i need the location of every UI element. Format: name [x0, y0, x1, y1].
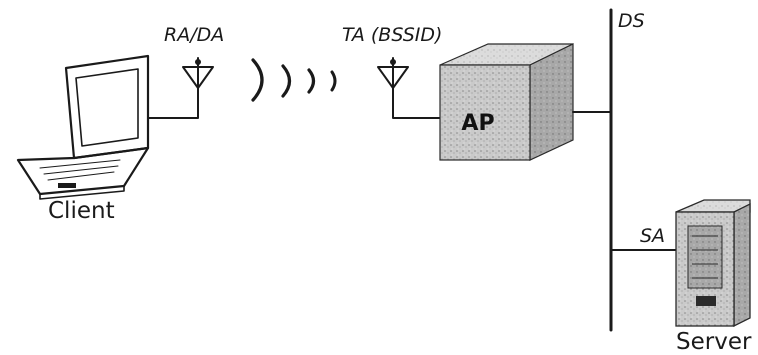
client-link-line [148, 76, 198, 118]
transmitter-address-label: TA (BSSID) [342, 24, 442, 46]
radio-waves-icon [253, 60, 335, 100]
client-laptop-icon [18, 56, 148, 199]
access-point-label: AP [461, 111, 494, 136]
distribution-system-label: DS [618, 10, 645, 32]
client-antenna-icon [183, 58, 213, 88]
access-point-box [440, 44, 573, 160]
receiver-address-label: RA/DA [164, 24, 224, 46]
server-icon [676, 200, 750, 326]
source-address-label: SA [640, 225, 665, 247]
client-label: Client [48, 198, 115, 224]
ap-antenna-link-line [393, 84, 440, 118]
server-label: Server [676, 329, 752, 355]
